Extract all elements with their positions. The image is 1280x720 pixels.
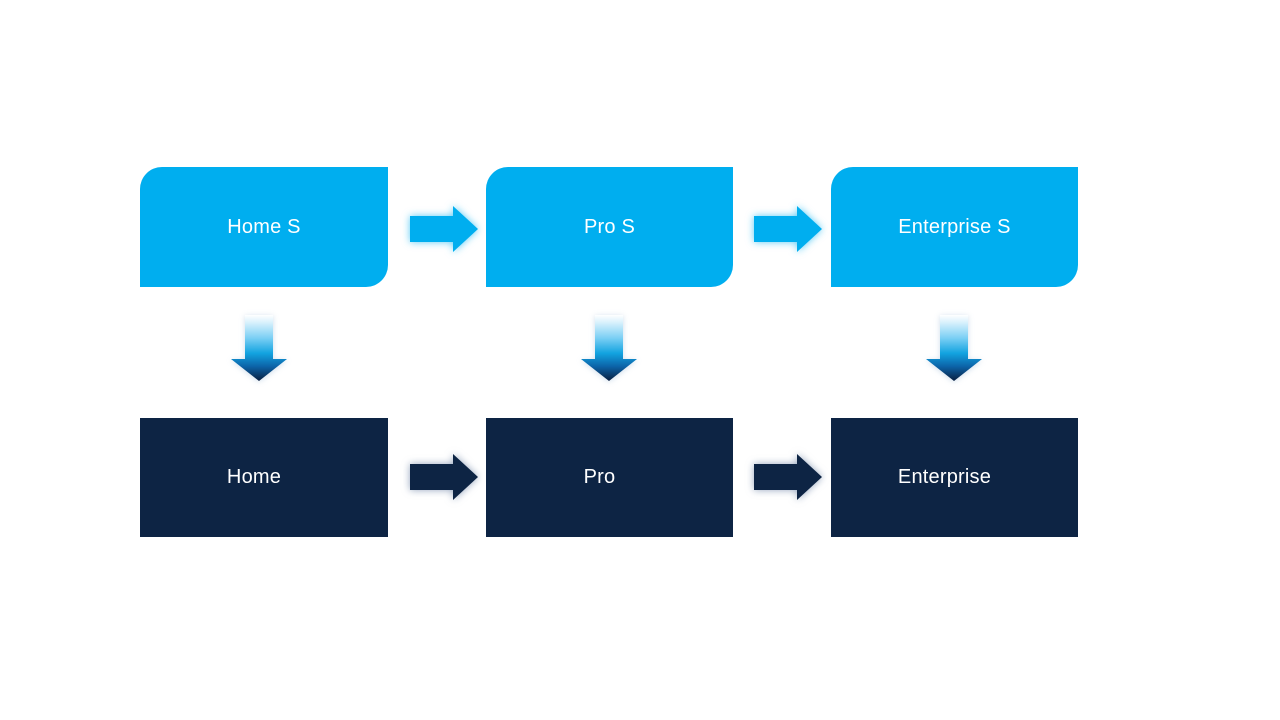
arrow-right-icon [754, 206, 822, 252]
node-pro-s: Pro S [486, 167, 733, 287]
arrow-right-icon [410, 454, 478, 500]
node-home-s: Home S [140, 167, 388, 287]
arrow-down-icon [926, 315, 982, 381]
arrow-right-icon [754, 454, 822, 500]
arrow-right-icon [410, 206, 478, 252]
node-enterprise-s: Enterprise S [831, 167, 1078, 287]
node-enterprise: Enterprise [831, 418, 1078, 537]
node-enterprise-s-label: Enterprise S [898, 215, 1011, 238]
node-pro-s-label: Pro S [583, 215, 636, 238]
node-pro: Pro [486, 418, 733, 537]
node-home-label: Home [226, 466, 282, 488]
node-home: Home [140, 418, 388, 537]
node-enterprise-label: Enterprise [897, 466, 992, 488]
arrow-down-icon [581, 315, 637, 381]
arrow-down-icon [231, 315, 287, 381]
node-home-s-label: Home S [227, 215, 301, 238]
node-pro-label: Pro [583, 466, 616, 488]
